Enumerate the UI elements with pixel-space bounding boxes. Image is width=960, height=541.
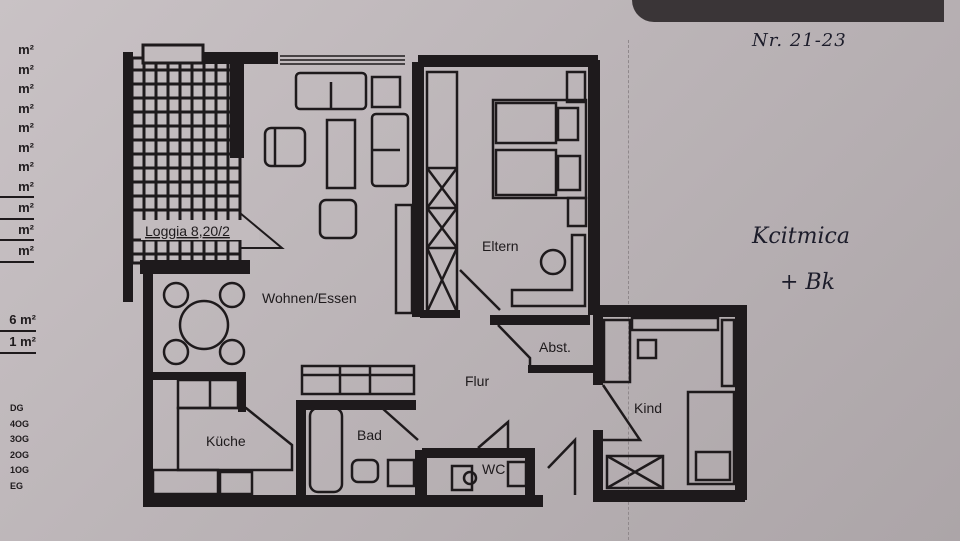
room-label-abst: Abst. bbox=[539, 339, 571, 355]
area-unit: m² bbox=[0, 177, 34, 198]
handwritten-note-line1: Kcitmica bbox=[752, 224, 850, 249]
handwritten-number: Nr. 21-23 bbox=[752, 30, 847, 51]
area-units-column: m² m² m² m² m² m² m² m² m² m² m² bbox=[0, 40, 34, 263]
room-label-kind: Kind bbox=[634, 400, 662, 416]
area-unit: m² bbox=[0, 220, 34, 241]
room-label-kueche: Küche bbox=[206, 433, 246, 449]
header-banner bbox=[632, 0, 944, 22]
room-label-flur: Flur bbox=[465, 373, 489, 389]
floor-legend: DG 4OG 3OG 2OG 1OG EG bbox=[10, 401, 29, 494]
room-label-wc: WC bbox=[482, 461, 505, 477]
area-total: 6 m² bbox=[0, 310, 36, 332]
handwritten-note-line2: + Bk bbox=[780, 270, 835, 295]
floor-4og: 4OG bbox=[10, 418, 30, 429]
floor-eg: EG bbox=[10, 480, 24, 491]
area-unit: m² bbox=[18, 159, 34, 174]
area-unit: m² bbox=[18, 42, 34, 57]
room-label-bad: Bad bbox=[357, 427, 382, 443]
area-total: 1 m² bbox=[0, 332, 36, 354]
loggia-tiles bbox=[130, 56, 259, 265]
room-label-loggia: Loggia 8,20/2 bbox=[145, 223, 230, 239]
area-unit: m² bbox=[18, 139, 34, 155]
area-unit: m² bbox=[18, 61, 34, 77]
room-label-wohnen: Wohnen/Essen bbox=[262, 290, 357, 306]
area-unit: m² bbox=[18, 120, 34, 135]
area-unit: m² bbox=[0, 241, 34, 263]
area-unit: m² bbox=[0, 198, 34, 220]
room-label-eltern: Eltern bbox=[482, 238, 519, 254]
floor-2og: 2OG bbox=[10, 449, 30, 460]
floor-3og: 3OG bbox=[10, 434, 30, 444]
area-unit: m² bbox=[18, 81, 34, 96]
area-totals: 6 m² 1 m² bbox=[0, 310, 36, 354]
floor-1og: 1OG bbox=[10, 465, 30, 475]
area-unit: m² bbox=[18, 100, 34, 116]
fold-line bbox=[628, 40, 630, 540]
floor-dg: DG bbox=[10, 403, 24, 413]
